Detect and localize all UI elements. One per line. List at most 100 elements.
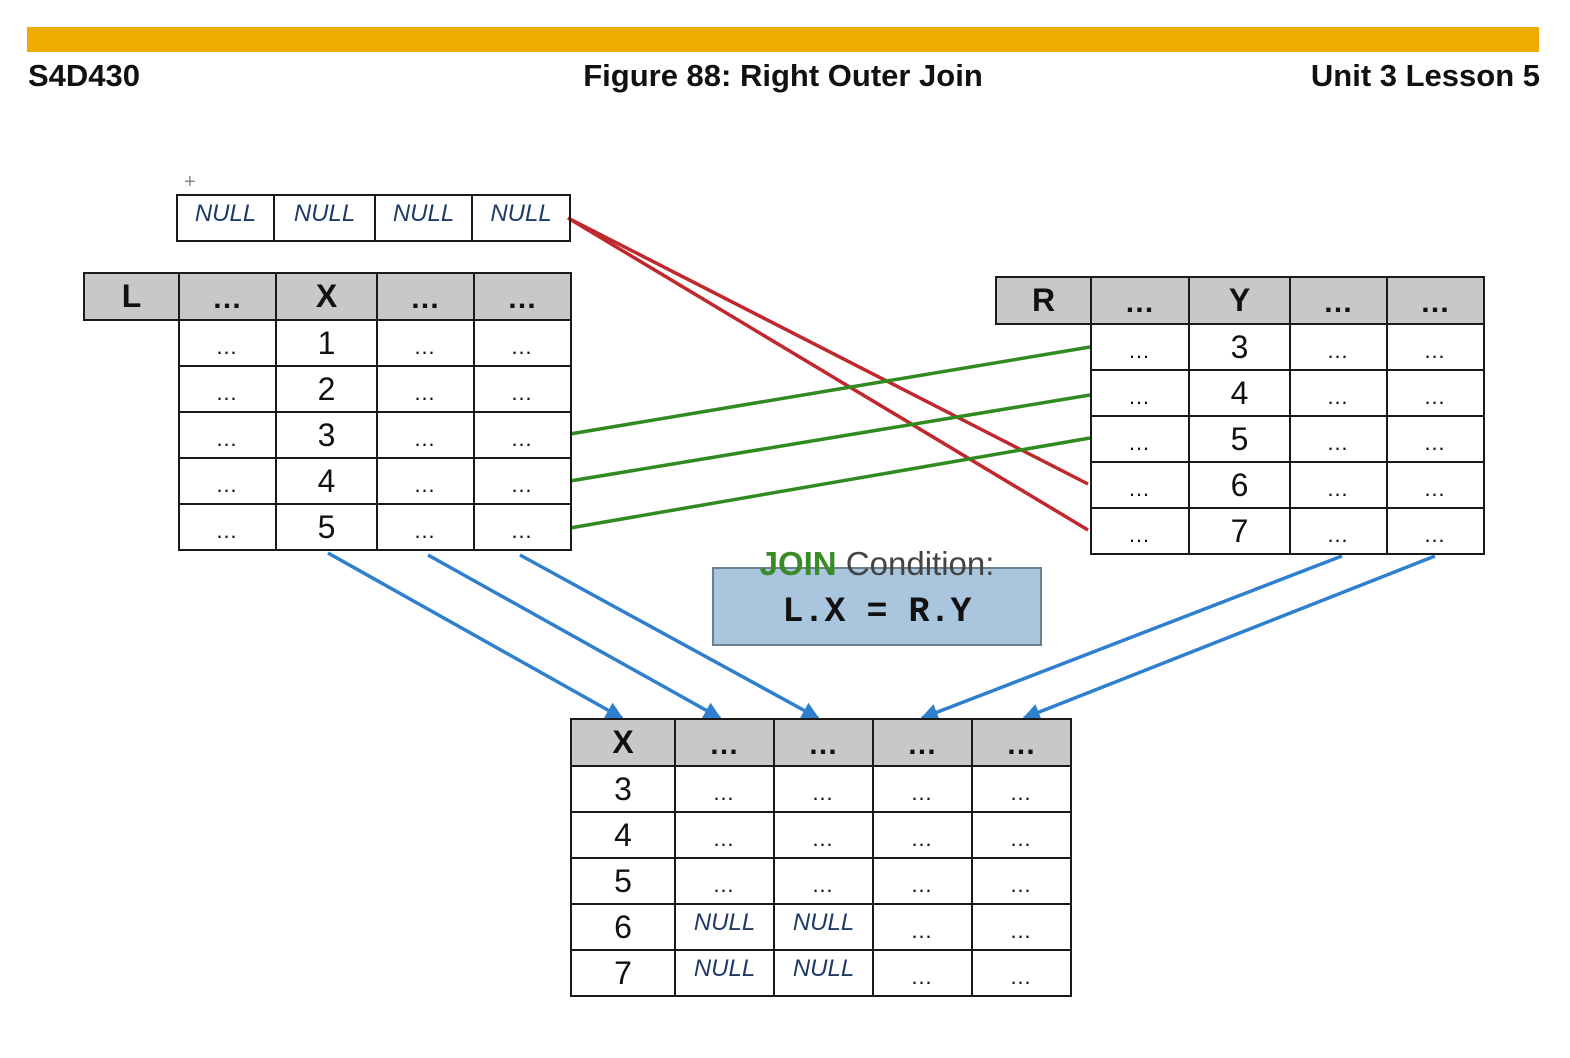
table-cell: … [473,365,572,413]
table-cell: … [773,857,874,905]
null-row: NULL NULL NULL NULL [176,194,571,242]
header-cell: … [1386,276,1485,325]
null-cell: NULL [471,194,571,242]
table-cell: … [473,457,572,505]
table-cell: 7 [570,949,676,997]
table-cell: … [376,411,475,459]
table-cell: 6 [1188,461,1291,509]
table-cell: … [1090,369,1190,417]
null-cell: NULL [674,903,775,951]
figure-title: Figure 88: Right Outer Join [583,58,983,93]
join-condition-expression: L.X = R.Y [782,592,972,632]
table-cell: … [178,503,277,551]
table-cell: … [1090,507,1190,555]
header-cell: … [1289,276,1388,325]
header-cell: Y [1188,276,1291,325]
table-row: … 4 … … [996,369,1485,417]
table-cell: … [1090,323,1190,371]
table-header-row: X … … … … [570,718,1072,767]
table-cell: … [872,903,973,951]
table-row: … 2 … … [84,365,572,413]
table-row: … 5 … … [996,415,1485,463]
table-cell: … [674,811,775,859]
table-cell: … [1289,461,1388,509]
table-header-row: R … Y … … [995,276,1485,325]
table-cell: … [971,903,1072,951]
table-cell: 5 [570,857,676,905]
table-cell: … [773,765,874,813]
table-cell: … [1090,461,1190,509]
header-cell: X [570,718,676,767]
table-row: … 7 … … [996,507,1485,555]
table-cell: 3 [275,411,378,459]
table-cell: 2 [275,365,378,413]
result-arrow [427,553,722,720]
table-row: 4 … … … … [570,811,1072,859]
table-cell: 5 [1188,415,1291,463]
result-arrow [327,551,624,720]
table-cell: … [1386,323,1485,371]
table-cell: 4 [275,457,378,505]
join-condition-label: JOIN Condition: [712,545,1042,583]
condition-word: Condition: [845,545,995,582]
table-cell: 3 [570,765,676,813]
table-cell: 6 [570,903,676,951]
table-cell: … [473,411,572,459]
header-cell: … [1090,276,1190,325]
header-cell: … [376,272,475,321]
table-row: 5 … … … … [570,857,1072,905]
table-row: 6 NULL NULL … … [570,903,1072,951]
table-row: … 4 … … [84,457,572,505]
join-condition-box [712,567,1042,646]
result-table: X … … … … 3 … … … … 4 … … … … 5 … … … … … [570,718,1072,997]
null-cell: NULL [773,903,874,951]
table-cell: … [376,365,475,413]
table-row: … 3 … … [996,323,1485,371]
header-cell: … [178,272,277,321]
table-cell: 7 [1188,507,1291,555]
table-cell: … [674,765,775,813]
table-cell: … [178,365,277,413]
table-cell: … [178,457,277,505]
unit-lesson: Unit 3 Lesson 5 [1310,58,1540,93]
header-cell: … [473,272,572,321]
course-code: S4D430 [28,58,141,93]
null-cell: NULL [674,949,775,997]
table-cell: … [1090,415,1190,463]
header-cell: … [674,718,775,767]
table-cell: … [1386,369,1485,417]
join-keyword: JOIN [759,545,837,582]
header-cell: … [773,718,874,767]
table-name-cell: R [995,276,1092,325]
table-cell: … [971,949,1072,997]
table-cell: … [473,503,572,551]
table-row: … 1 … … [84,319,572,367]
table-cell: … [1386,507,1485,555]
table-row: … 6 … … [996,461,1485,509]
null-cell: NULL [374,194,473,242]
table-cell: … [1289,507,1388,555]
table-row: … 5 … … [84,503,572,551]
table-cell: 3 [1188,323,1291,371]
table-cell: … [872,765,973,813]
header-cell: … [971,718,1072,767]
table-cell: … [872,949,973,997]
result-arrow [1022,554,1436,721]
table-header-row: L … X … … [83,272,572,321]
table-cell: … [376,457,475,505]
left-table: L … X … … … 1 … … … 2 … … … 3 … … … 4 … … [83,272,572,551]
table-cell: … [1386,415,1485,463]
header-cell: X [275,272,378,321]
table-cell: … [178,411,277,459]
table-cell: … [376,503,475,551]
table-cell: 1 [275,319,378,367]
table-row: … 3 … … [84,411,572,459]
null-row-table: NULL NULL NULL NULL [176,194,571,242]
table-cell: 4 [570,811,676,859]
null-cell: NULL [273,194,376,242]
table-cell: 4 [1188,369,1291,417]
table-cell: … [674,857,775,905]
table-row: 3 … … … … [570,765,1072,813]
table-name-cell: L [83,272,180,321]
table-cell: … [1289,323,1388,371]
